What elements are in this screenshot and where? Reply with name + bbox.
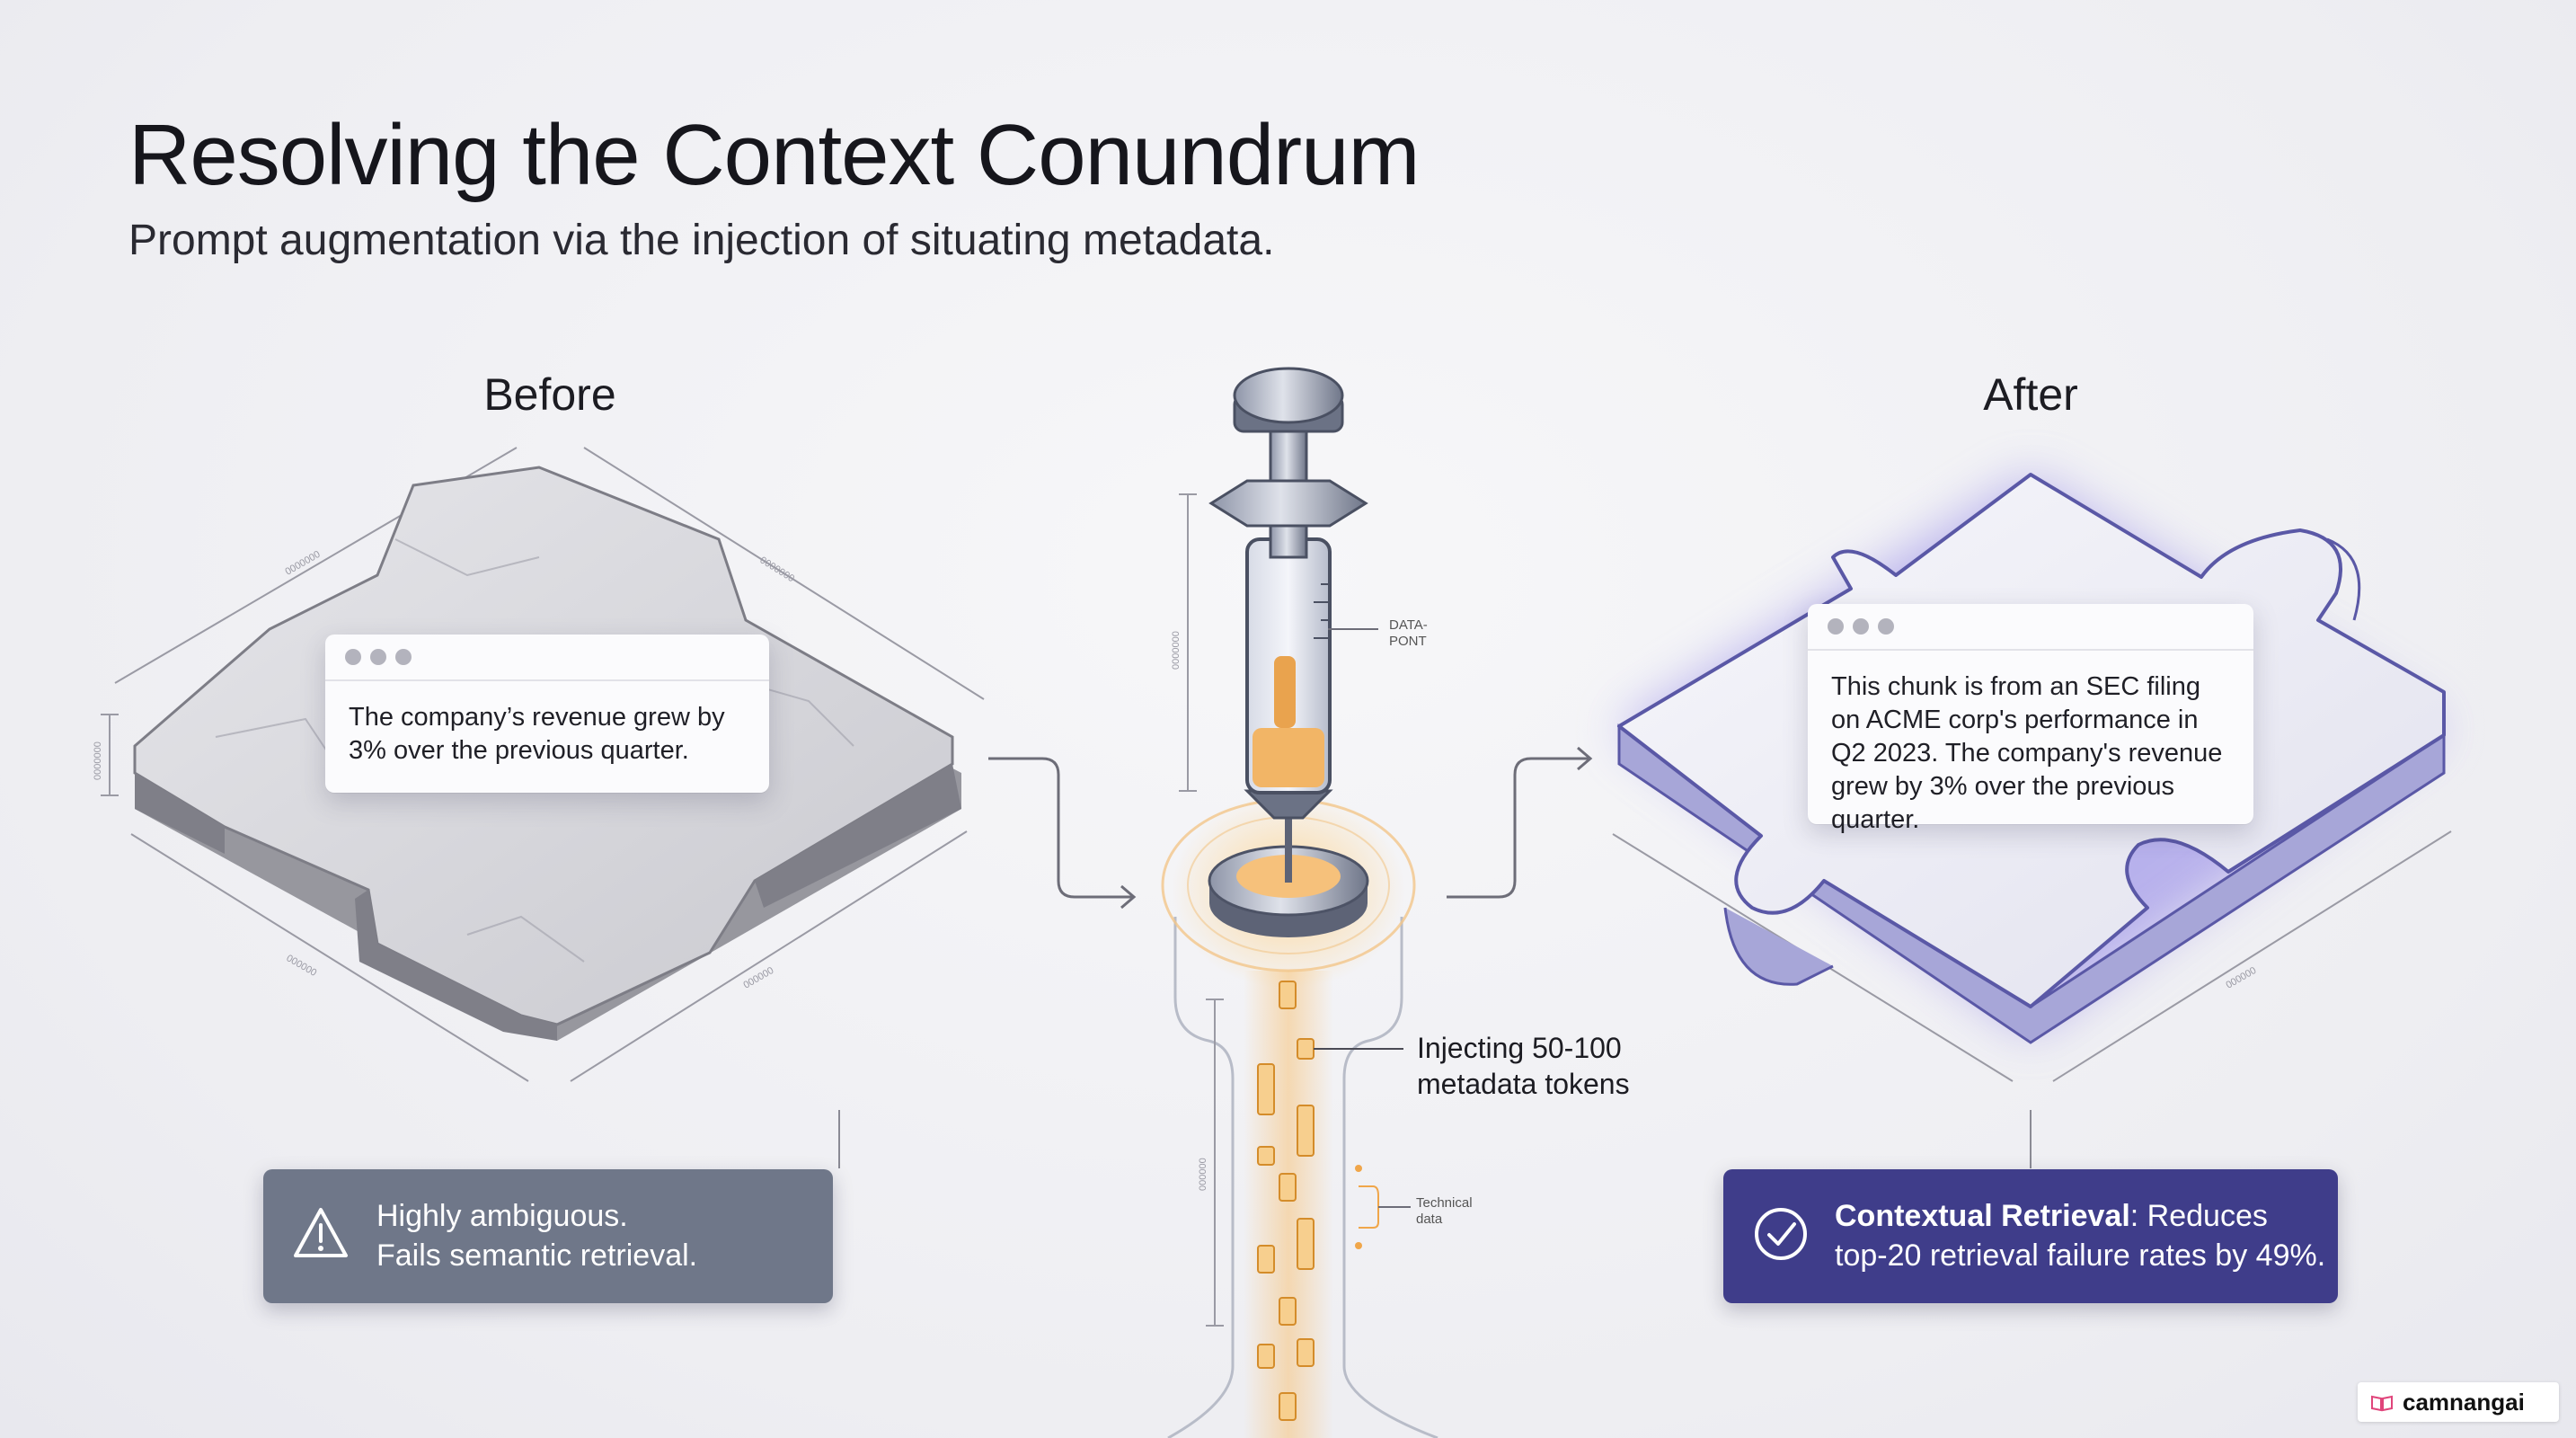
window-dot (1828, 618, 1844, 635)
after-status-rest: : Reduces (2129, 1199, 2268, 1233)
before-chunk-card: The company’s revenue grew by 3% over th… (325, 635, 769, 793)
svg-text:0000000: 0000000 (93, 741, 103, 780)
datapoint-label-line2: PONT (1389, 634, 1427, 649)
technical-data-label: Technical data (1416, 1195, 1473, 1228)
check-circle-icon (1755, 1208, 1807, 1260)
svg-text:0000000: 0000000 (1171, 631, 1182, 670)
window-dot (395, 649, 412, 665)
window-dot (1853, 618, 1869, 635)
before-chunk-text: The company’s revenue grew by 3% over th… (349, 703, 725, 765)
watermark-badge: camnangai (2358, 1382, 2559, 1422)
injection-label: Injecting 50-100 metadata tokens (1417, 1030, 1630, 1102)
svg-text:000000: 000000 (2225, 965, 2259, 991)
before-status-line2: Fails semantic retrieval. (376, 1238, 698, 1273)
after-label: After (1983, 369, 2078, 420)
window-dot (345, 649, 361, 665)
watermark-text: camnangai (2403, 1389, 2525, 1416)
injection-label-line1: Injecting 50-100 (1417, 1032, 1622, 1064)
window-dot (1878, 618, 1894, 635)
svg-text:000000: 000000 (285, 953, 319, 979)
svg-text:000000: 000000 (1198, 1158, 1208, 1191)
datapoint-label: DATA- PONT (1389, 617, 1428, 650)
datapoint-label-line1: DATA- (1389, 617, 1428, 633)
after-status-line1: Contextual Retrieval: Reduces (1835, 1196, 2325, 1236)
injection-label-line2: metadata tokens (1417, 1068, 1630, 1100)
before-status-box: Highly ambiguous. Fails semantic retriev… (263, 1169, 833, 1303)
technical-label-line1: Technical (1416, 1195, 1473, 1211)
page-title: Resolving the Context Conundrum (128, 107, 1420, 203)
before-label: Before (483, 369, 616, 420)
svg-text:0000000: 0000000 (757, 555, 796, 584)
after-status-bold: Contextual Retrieval (1835, 1199, 2130, 1233)
warning-icon (294, 1208, 348, 1257)
window-dot (370, 649, 386, 665)
technical-label-line2: data (1416, 1212, 1443, 1227)
after-chunk-card: This chunk is from an SEC filing on ACME… (1808, 604, 2253, 834)
after-chunk-text: This chunk is from an SEC filing on ACME… (1831, 672, 2223, 834)
card-title-bar (1808, 604, 2253, 651)
page-subtitle: Prompt augmentation via the injection of… (128, 217, 1275, 264)
before-status-line1: Highly ambiguous. (376, 1199, 628, 1233)
after-status-box: Contextual Retrieval: Reduces top-20 ret… (1723, 1169, 2338, 1303)
book-icon (2371, 1395, 2393, 1412)
after-status-line2: top-20 retrieval failure rates by 49%. (1835, 1238, 2326, 1273)
card-title-bar (325, 635, 769, 681)
